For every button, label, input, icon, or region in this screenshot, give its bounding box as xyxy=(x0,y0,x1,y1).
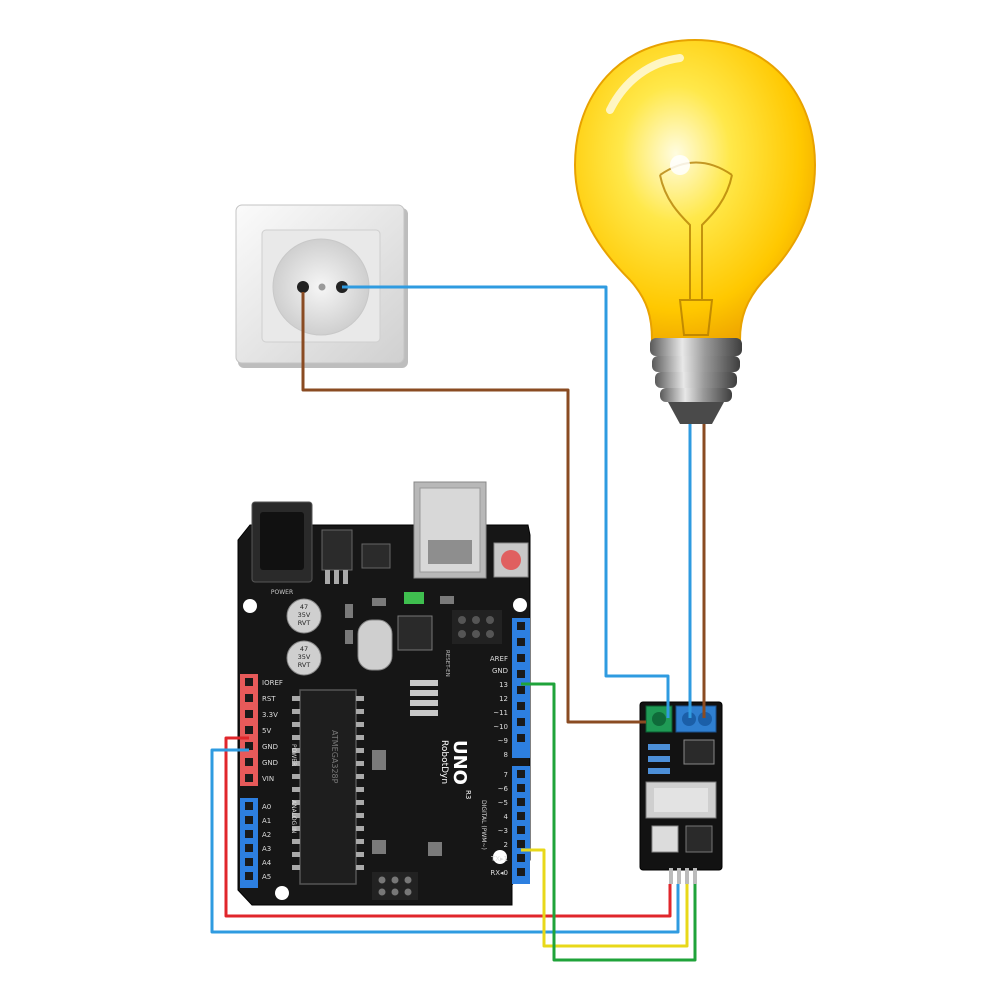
wire-socket-to-relay-blue xyxy=(342,285,670,718)
wire-5v-red xyxy=(224,736,672,918)
smd-parts xyxy=(345,596,454,856)
svg-text:GND: GND xyxy=(492,667,508,675)
svg-text:RobotDyn: RobotDyn xyxy=(439,740,449,784)
svg-text:7: 7 xyxy=(504,771,508,779)
svg-text:TX▸1: TX▸1 xyxy=(490,855,508,863)
mount-hole xyxy=(513,598,527,612)
wire-gnd-blue xyxy=(210,748,680,934)
digital-header-top: AREF GND 13 12 ~11 ~10 ~9 8 xyxy=(490,618,530,759)
svg-text:R3: R3 xyxy=(464,790,472,799)
svg-text:UNO: UNO xyxy=(449,740,470,785)
analog-label: ANALOG IN xyxy=(290,800,297,833)
svg-text:GND: GND xyxy=(262,743,278,751)
wall-socket xyxy=(235,204,408,368)
relay-pins xyxy=(669,868,697,884)
light-bulb xyxy=(573,38,817,424)
svg-text:RVT: RVT xyxy=(298,619,311,627)
svg-text:~9: ~9 xyxy=(498,737,508,745)
svg-text:35V: 35V xyxy=(298,653,311,661)
svg-text:5V: 5V xyxy=(262,727,271,735)
bulb-glow xyxy=(670,155,690,175)
power-header: IOREF RST 3.3V 5V GND GND VIN xyxy=(240,674,283,786)
svg-text:~5: ~5 xyxy=(498,799,508,807)
relay-module xyxy=(639,701,723,884)
bulb-highlight xyxy=(606,54,684,114)
svg-text:~6: ~6 xyxy=(498,785,509,793)
wire-pin2-yellow xyxy=(521,848,689,948)
power-jack: POWER xyxy=(251,501,313,596)
svg-text:4: 4 xyxy=(504,813,509,821)
power-group-label: POWER xyxy=(290,744,297,766)
svg-text:12: 12 xyxy=(499,695,508,703)
usb-connector xyxy=(413,481,487,579)
reset-en-pads: RESET-EN xyxy=(410,650,450,716)
svg-text:~11: ~11 xyxy=(493,709,508,717)
usb-chip xyxy=(397,615,433,651)
board-logo: UNO RobotDyn R3 xyxy=(439,740,472,799)
crystal-oscillator xyxy=(357,619,393,671)
svg-text:A0: A0 xyxy=(262,803,271,811)
relay-led xyxy=(651,825,679,853)
bulb-glass xyxy=(573,38,817,341)
capacitor-2: 47 35V RVT xyxy=(286,640,322,676)
atmega-chip: ATMEGA328P xyxy=(292,689,364,885)
svg-text:47: 47 xyxy=(300,603,308,611)
chip-label: ATMEGA328P xyxy=(330,730,339,784)
analog-header: A0 A1 A2 A3 A4 A5 xyxy=(240,798,272,888)
reset-button xyxy=(493,542,529,578)
svg-text:35V: 35V xyxy=(298,611,311,619)
bulb-base xyxy=(650,338,742,424)
icsp-header xyxy=(452,610,502,644)
svg-text:AREF: AREF xyxy=(490,655,508,663)
svg-text:RST: RST xyxy=(262,695,276,703)
svg-text:47: 47 xyxy=(300,645,308,653)
digital-header-bottom: 7 ~6 ~5 4 ~3 2 TX▸1 RX◂0 xyxy=(490,766,530,884)
voltage-regulator xyxy=(321,529,353,571)
svg-text:A2: A2 xyxy=(262,831,271,839)
svg-text:3.3V: 3.3V xyxy=(262,711,278,719)
svg-text:GND: GND xyxy=(262,759,278,767)
svg-text:~10: ~10 xyxy=(493,723,508,731)
svg-text:VIN: VIN xyxy=(262,775,274,783)
svg-text:2: 2 xyxy=(504,841,508,849)
svg-text:~3: ~3 xyxy=(498,827,508,835)
svg-text:A4: A4 xyxy=(262,859,272,867)
relay-resistors xyxy=(648,744,670,774)
socket-hole-left xyxy=(297,281,309,293)
icsp-bottom xyxy=(372,872,418,900)
svg-text:13: 13 xyxy=(499,681,508,689)
relay-chip xyxy=(685,825,713,853)
relay-transistor xyxy=(683,739,715,765)
small-regulator xyxy=(361,543,391,569)
power-led xyxy=(404,592,424,604)
capacitor-1: 47 35V RVT xyxy=(286,598,322,634)
wires xyxy=(210,285,706,962)
wire-pin13-green xyxy=(521,682,697,962)
bulb-filament xyxy=(659,161,733,336)
svg-text:A1: A1 xyxy=(262,817,271,825)
svg-text:RX◂0: RX◂0 xyxy=(490,869,508,877)
mount-hole xyxy=(243,599,257,613)
mount-hole xyxy=(275,886,289,900)
svg-text:A5: A5 xyxy=(262,873,271,881)
digital-label: DIGITAL (PWM~) xyxy=(480,800,487,850)
svg-text:RESET-EN: RESET-EN xyxy=(444,650,450,677)
socket-screw xyxy=(318,283,326,291)
mount-hole xyxy=(493,850,507,864)
wire-socket-to-relay-brown xyxy=(301,292,646,724)
svg-text:8: 8 xyxy=(504,751,508,759)
svg-text:A3: A3 xyxy=(262,845,271,853)
svg-text:IOREF: IOREF xyxy=(262,679,283,687)
svg-text:RVT: RVT xyxy=(298,661,311,669)
relay-terminal-block xyxy=(645,705,717,733)
arduino-board: POWER 47 35V RVT 47 35V RVT xyxy=(237,481,531,906)
power-label: POWER xyxy=(271,589,293,596)
